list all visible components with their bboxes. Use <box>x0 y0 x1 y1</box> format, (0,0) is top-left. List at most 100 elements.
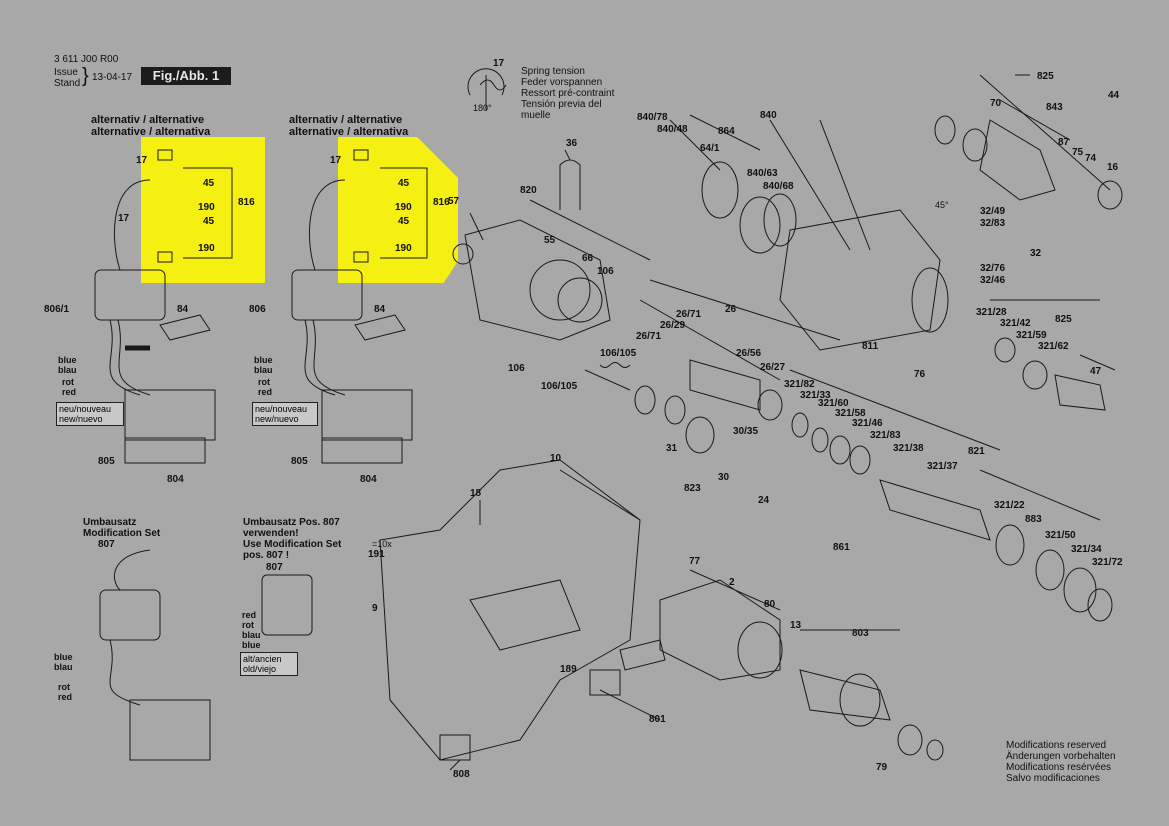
part-17-a: 17 <box>136 155 148 166</box>
part-106-105-a: 106/105 <box>600 348 637 359</box>
part-45-c: 45 <box>398 178 410 189</box>
footer-note-3: Modifications resérvées <box>1006 762 1112 773</box>
brace: } <box>82 65 89 87</box>
part-804-b: 804 <box>360 474 377 485</box>
issue-label: Issue <box>54 67 78 78</box>
part-321-34: 321/34 <box>1071 544 1102 555</box>
part-321-37: 321/37 <box>927 461 958 472</box>
part-321-46: 321/46 <box>852 418 883 429</box>
part-840-68: 840/68 <box>763 181 794 192</box>
mod-set-part: 807 <box>98 539 115 550</box>
spring-value-17: 17 <box>493 58 505 69</box>
part-84-b: 84 <box>374 304 386 315</box>
part-816-b: 816 <box>433 197 450 208</box>
part-76: 76 <box>914 369 926 380</box>
gear-case <box>464 219 611 341</box>
wire-red-l: red <box>62 387 77 397</box>
spring-note-3: Ressort pré-contraint <box>521 88 615 99</box>
part-16: 16 <box>1107 162 1119 173</box>
part-44: 44 <box>1108 90 1120 101</box>
part-32-76: 32/76 <box>980 263 1006 274</box>
old-box-2: old/viejo <box>243 664 277 674</box>
part-30-35: 30/35 <box>733 426 759 437</box>
part-321-83: 321/83 <box>870 430 901 441</box>
footer-note-4: Salvo modificaciones <box>1006 773 1100 784</box>
wire-red-n: red <box>242 610 257 620</box>
part-190-d: 190 <box>395 243 412 254</box>
wire-rot-m: rot <box>258 377 270 387</box>
part-32-46: 32/46 <box>980 275 1006 286</box>
part-9: 9 <box>372 603 378 614</box>
part-47: 47 <box>1090 366 1102 377</box>
part-811: 811 <box>862 341 879 352</box>
doc-number: 3 611 J00 R00 <box>54 54 119 65</box>
highlight-left <box>141 137 265 283</box>
hammer-tube <box>779 209 941 351</box>
bracket-816-b <box>425 167 428 259</box>
part-189: 189 <box>560 664 577 675</box>
part-10: 10 <box>550 453 562 464</box>
angle-45: 45° <box>935 200 949 210</box>
alt-heading-left-1: alternativ / alternative <box>91 114 205 126</box>
spring-icon <box>467 68 505 96</box>
part-806: 806 <box>249 304 266 315</box>
part-190-b: 190 <box>198 243 215 254</box>
part-45-d: 45 <box>398 216 410 227</box>
part-823: 823 <box>684 483 701 494</box>
part-36: 36 <box>566 138 578 149</box>
mod-note-part: 807 <box>266 562 283 573</box>
part-106-b: 106 <box>508 363 525 374</box>
part-32-83: 32/83 <box>980 218 1006 229</box>
part-840-48: 840/48 <box>657 124 688 135</box>
footer-note-2: Änderungen vorbehalten <box>1006 751 1116 762</box>
highlight-mid <box>338 137 458 283</box>
spring-note-1: Spring tension <box>521 66 585 77</box>
part-321-28: 321/28 <box>976 307 1007 318</box>
part-840-78: 840/78 <box>637 112 668 123</box>
part-883: 883 <box>1025 514 1042 525</box>
part-26: 26 <box>725 304 737 315</box>
bracket-816-a <box>230 167 233 259</box>
part-840-63: 840/63 <box>747 168 778 179</box>
part-840: 840 <box>760 110 777 121</box>
part-190-c: 190 <box>395 202 412 213</box>
part-816-a: 816 <box>238 197 255 208</box>
part-55: 55 <box>544 235 556 246</box>
wire-blue-l: blue <box>58 355 77 365</box>
part-26-71-a: 26/71 <box>636 331 662 342</box>
mod-set-title-1: Umbausatz <box>83 517 137 528</box>
part-825-a: 825 <box>1037 71 1054 82</box>
wire-rot-b: rot <box>58 682 70 692</box>
part-806-1: 806/1 <box>44 304 70 315</box>
part-13: 13 <box>790 620 802 631</box>
part-821: 821 <box>968 446 985 457</box>
part-26-71-b: 26/71 <box>676 309 702 320</box>
part-32: 32 <box>1030 248 1042 259</box>
part-805-b: 805 <box>291 456 308 467</box>
part-864: 864 <box>718 126 735 137</box>
alt-heading-mid-1: alternativ / alternative <box>289 114 403 126</box>
part-801: 801 <box>649 714 666 725</box>
new-box-left: neu/nouveau new/nuevo <box>56 402 124 426</box>
housing <box>379 459 641 761</box>
part-87: 87 <box>1058 137 1070 148</box>
part-45-b: 45 <box>203 216 215 227</box>
part-861: 861 <box>833 542 850 553</box>
wire-blau-m: blau <box>254 365 273 375</box>
new-box-left-2: new/nuevo <box>59 414 103 424</box>
stand-label: Stand <box>54 78 81 89</box>
figure-label: Fig./Abb. 1 <box>141 67 231 85</box>
part-321-50: 321/50 <box>1045 530 1076 541</box>
wire-blue-n: blue <box>242 640 261 650</box>
field <box>659 579 781 681</box>
mod-set-title-2: Modification Set <box>83 528 161 539</box>
part-321-58: 321/58 <box>835 408 866 419</box>
part-26-29: 26/29 <box>660 320 686 331</box>
part-74: 74 <box>1085 153 1097 164</box>
part-805-a: 805 <box>98 456 115 467</box>
mod-note-1: Umbausatz Pos. 807 <box>243 517 340 528</box>
part-79: 79 <box>876 762 888 773</box>
wire-red-b: red <box>58 692 73 702</box>
